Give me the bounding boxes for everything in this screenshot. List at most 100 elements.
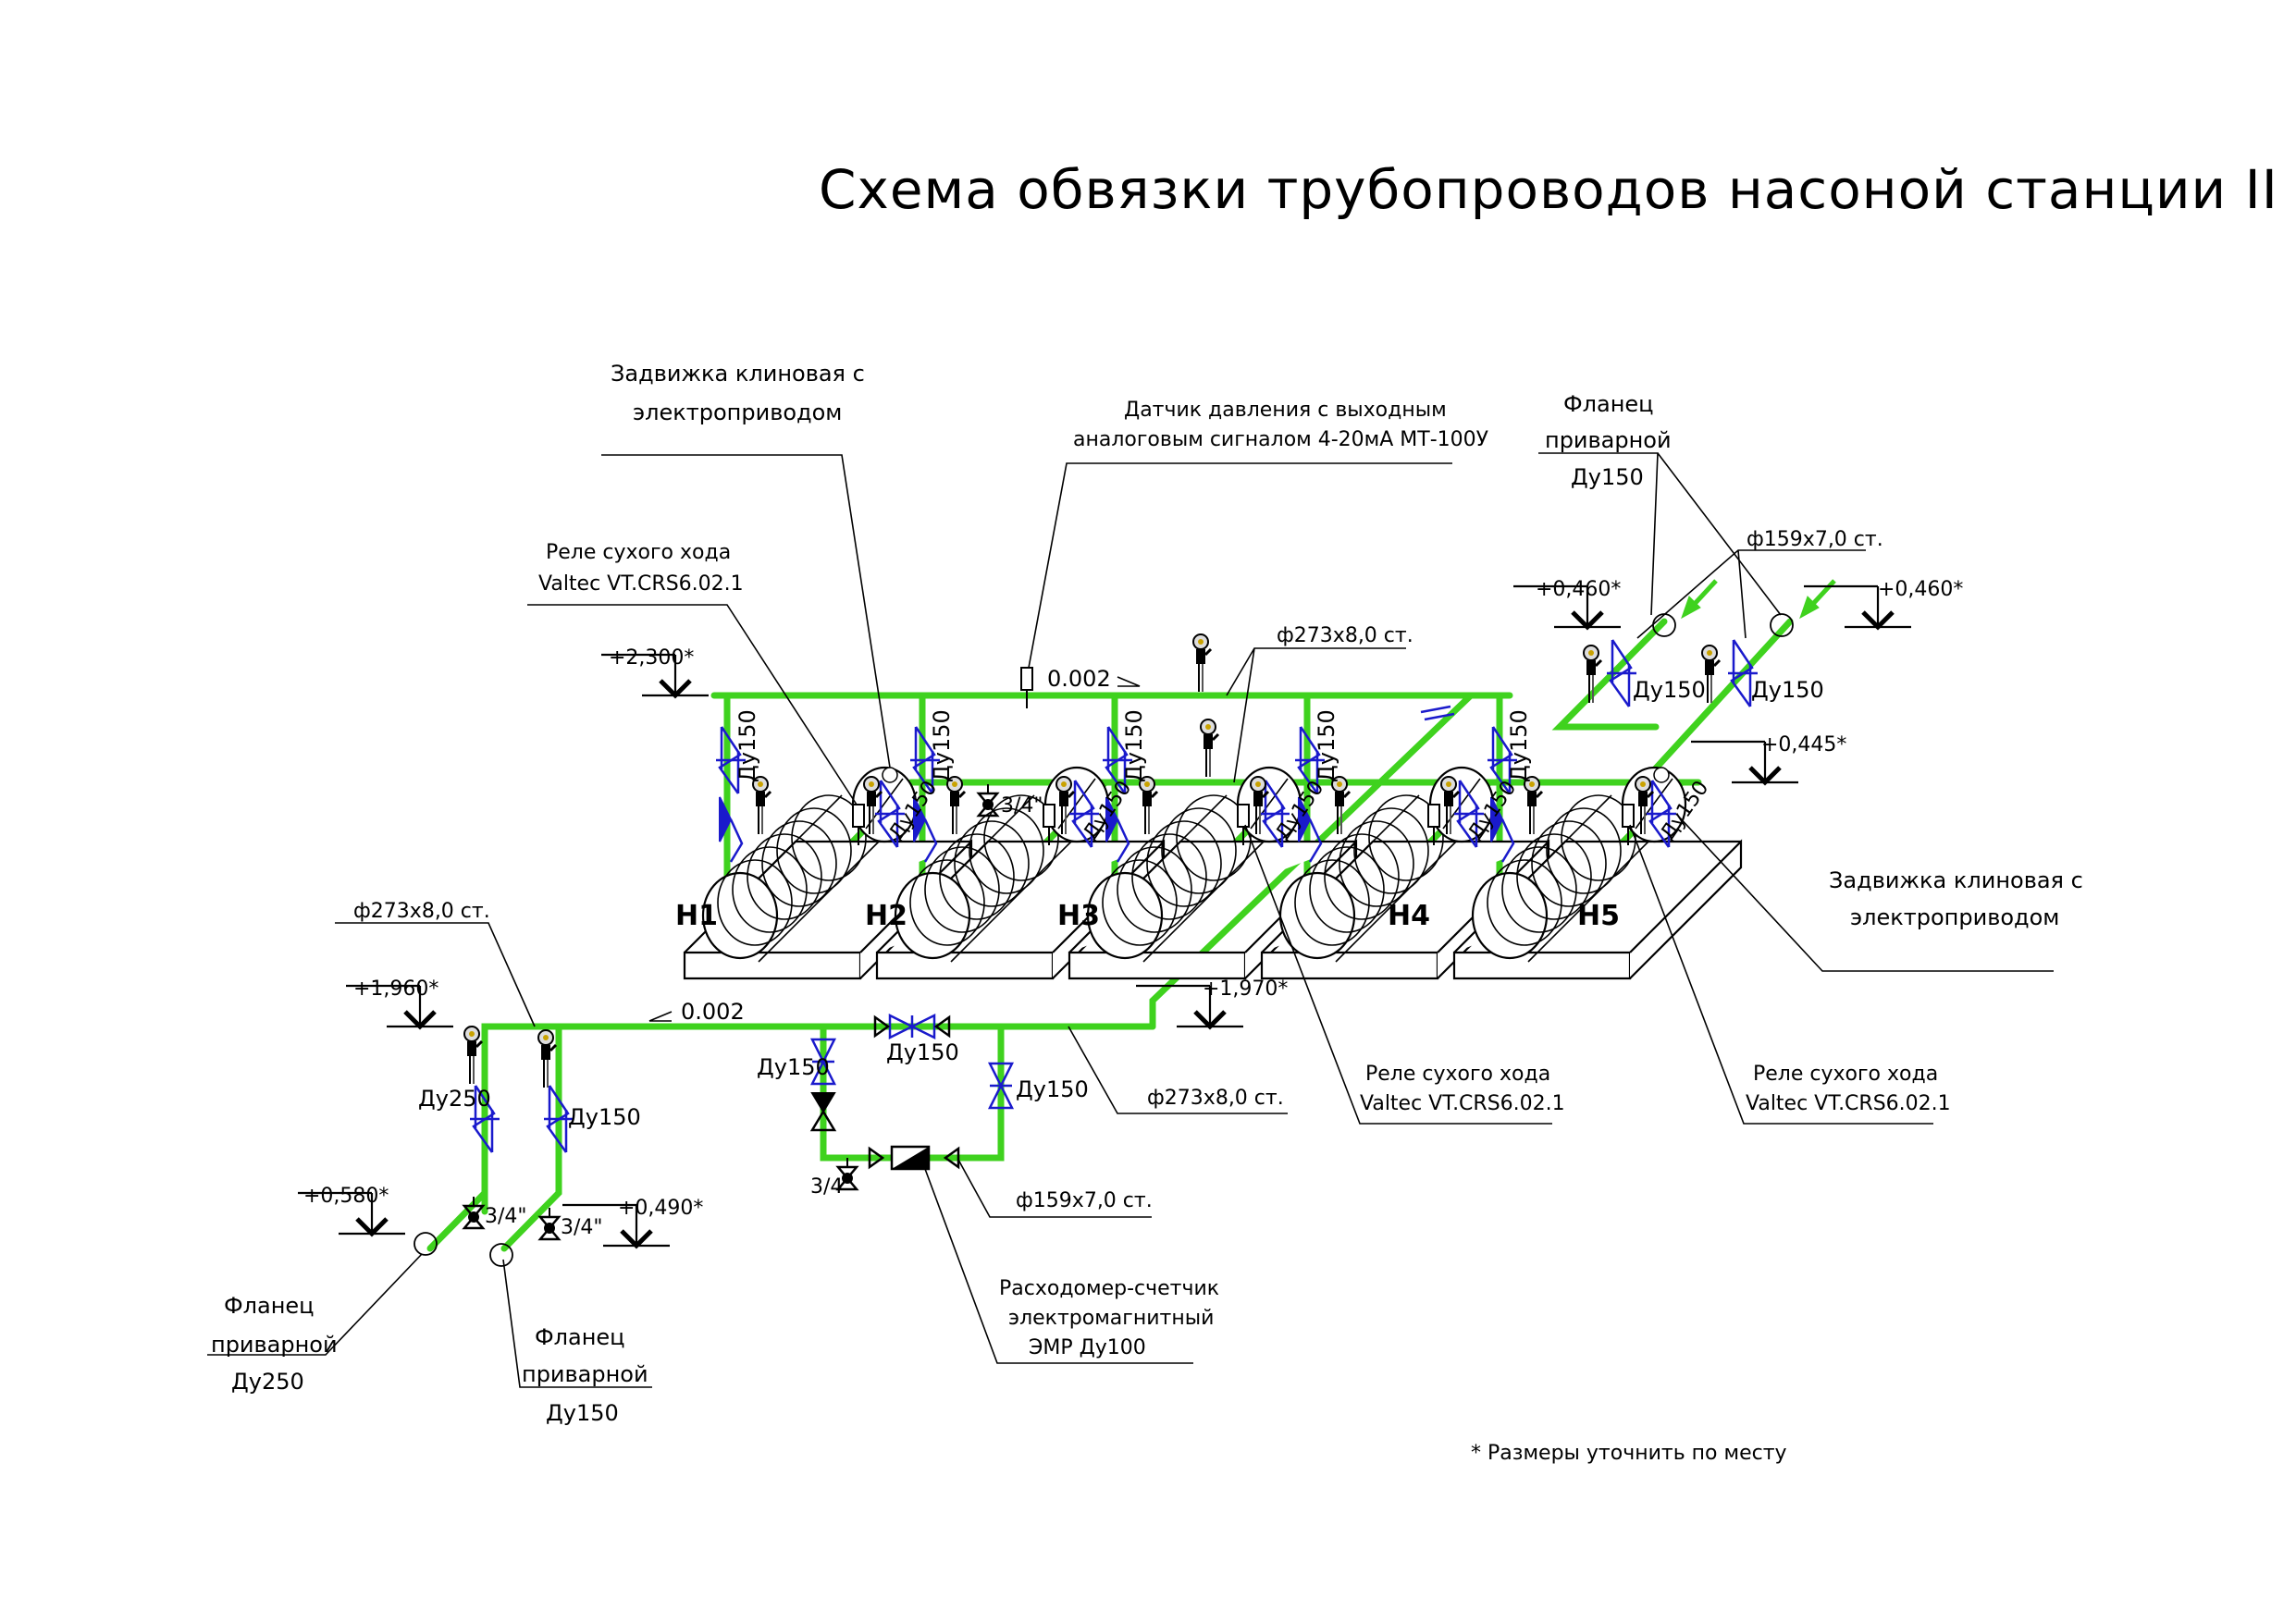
dn-label: Ду150: [1506, 709, 1532, 782]
drains: 3/4" 3/4" 3/4" 3/4": [463, 782, 1043, 1241]
dn-label: Ду150: [734, 709, 760, 782]
callout-flowmeter-line3: ЭМР Ду100: [1029, 1336, 1146, 1359]
callouts: Задвижка клиновая с электроприводом Датч…: [207, 361, 2083, 1426]
drain-label: 3/4": [561, 1216, 603, 1239]
dn-label: Ду150: [757, 1054, 830, 1080]
elevation-label: +0,490*: [618, 1197, 703, 1220]
elevation-label: +2,300*: [609, 646, 694, 670]
elevation-label: +0,580*: [303, 1185, 389, 1208]
coupling-icon: [1420, 705, 1455, 721]
slope-label: 0.002: [1047, 666, 1111, 692]
callout-flange-top-line1: Фланец: [1563, 391, 1654, 417]
pipe-spec-label: ф273х8,0 ст.: [353, 900, 490, 923]
dn-label: Ду150: [1121, 709, 1147, 782]
leader-line: [1538, 452, 1782, 616]
leader-line: [601, 454, 891, 768]
flange-top-2-icon: [1770, 613, 1794, 637]
dn-label: Ду150: [1633, 677, 1706, 703]
pressure-gauge-icon: [945, 775, 967, 836]
callout-flange-dn250-line2: приварной: [211, 1332, 338, 1358]
leader-line: [924, 1168, 1193, 1364]
pressure-gauge-icon: [1582, 644, 1603, 705]
callout-flowmeter-line1: Расходомер-счетчик: [999, 1277, 1219, 1300]
leader-line: [502, 1259, 652, 1388]
dn-label: Ду150: [568, 1104, 641, 1130]
main-riser: [1149, 692, 1475, 1030]
elevation-label: +1,970*: [1203, 977, 1288, 1001]
callout-relay1-line2: Valtec VT.CRS6.02.1: [538, 572, 744, 596]
leader-line: [335, 922, 536, 1027]
callout-relay1-line1: Реле сухого хода: [546, 541, 731, 564]
elevation-marks: +2,300* +1,960* +1,970* +0,580* +0,490* …: [298, 578, 1963, 1246]
callout-gate-valve-line2: электроприводом: [633, 400, 842, 425]
callout-pressure-sensor-line2: аналоговым сигналом 4-20мА МТ-100У: [1073, 428, 1489, 451]
inlet-branch-a: [1551, 618, 1668, 731]
elevation-label: +1,960*: [353, 977, 438, 1001]
leader-line: [527, 604, 858, 805]
dn-label: Ду150: [1016, 1076, 1089, 1102]
callout-flange-dn250-line3: Ду250: [231, 1369, 304, 1395]
pump-label-h1: Н1: [675, 900, 718, 932]
motor-drive-icon: [1653, 767, 1670, 783]
leader-line: [1068, 1026, 1288, 1114]
leader-line: [957, 1159, 1152, 1218]
drain-label: 3/4": [810, 1175, 853, 1199]
callout-flange-top-line3: Ду150: [1571, 464, 1644, 490]
slope-label: 0.002: [681, 999, 745, 1025]
flange-dn150-icon: [489, 1243, 513, 1267]
leader-line: [1675, 813, 2054, 972]
flow-arrow-line: [1691, 579, 1718, 608]
pipe-spec-label: ф159х7,0 ст.: [1016, 1189, 1153, 1212]
callout-relay2-line1: Реле сухого хода: [1365, 1063, 1550, 1086]
pressure-gauge-icon: [537, 1028, 558, 1089]
flange-dn250-icon: [414, 1232, 438, 1256]
callout-flange-dn250-line1: Фланец: [224, 1293, 315, 1319]
callout-gate-valve-line1: Задвижка клиновая с: [611, 361, 865, 387]
outlet-dn250: [426, 1189, 488, 1252]
callout-relay3-line2: Valtec VT.CRS6.02.1: [1746, 1092, 1951, 1115]
leader-line: [1629, 824, 1933, 1125]
pressure-gauge-icon: [1199, 718, 1220, 779]
pressure-gauge-icon: [1191, 633, 1213, 694]
footnote: * Размеры уточнить по месту: [1471, 1442, 1787, 1465]
drain-label: 3/4": [485, 1205, 527, 1228]
leader-line: [1028, 462, 1452, 669]
pressure-sensor-icon: [1020, 667, 1033, 709]
elevation-label: +0,460*: [1536, 578, 1621, 601]
dn-label: Ду150: [886, 1039, 959, 1065]
leader-line: [1226, 647, 1406, 783]
callout-flange-top-line2: приварной: [1545, 427, 1672, 453]
dn-label: Ду150: [929, 709, 955, 782]
drain-label: 3/4": [1001, 794, 1043, 818]
flow-arrows: [1681, 579, 1836, 620]
leader-line: [1244, 824, 1552, 1125]
pipe-spec-label: ф273х8,0 ст.: [1277, 624, 1413, 647]
callout-gate-valve-right-line1: Задвижка клиновая с: [1829, 867, 2083, 893]
callout-flange-dn150-line3: Ду150: [546, 1400, 619, 1426]
distribution-tee: [500, 1023, 562, 1252]
pipe-spec-label: ф159х7,0 ст.: [1747, 528, 1883, 551]
flow-arrow-head: [1799, 596, 1820, 620]
leader-line: [1636, 549, 1866, 639]
dn-label: Ду150: [1314, 709, 1339, 782]
dn-label: Ду150: [1751, 677, 1824, 703]
slope-arrow-icon: [648, 1011, 673, 1022]
pump-units: Н1 Н2 Н3 Н4 Н5: [675, 766, 1743, 980]
slope-arrow-icon: [1117, 676, 1141, 687]
callout-flowmeter-line2: электромагнитный: [1008, 1307, 1214, 1330]
flow-arrow-head: [1681, 596, 1701, 620]
callout-flange-dn150-line1: Фланец: [535, 1324, 625, 1350]
inlet-branch-b: [1639, 618, 1794, 786]
pump-label-h4: Н4: [1388, 900, 1430, 932]
elevation-label: +0,445*: [1761, 733, 1846, 756]
distribution-line: [481, 1023, 1156, 1215]
flange-icon: [873, 1014, 891, 1039]
flange-icon: [868, 1146, 885, 1170]
flow-arrow-line: [1809, 579, 1836, 608]
dn-label: Ду250: [418, 1086, 491, 1112]
pressure-gauge-icon: [1138, 775, 1159, 836]
flange-icon: [933, 1014, 951, 1039]
elevation-label: +0,460*: [1878, 578, 1963, 601]
flowmeter-icon: [890, 1145, 931, 1171]
